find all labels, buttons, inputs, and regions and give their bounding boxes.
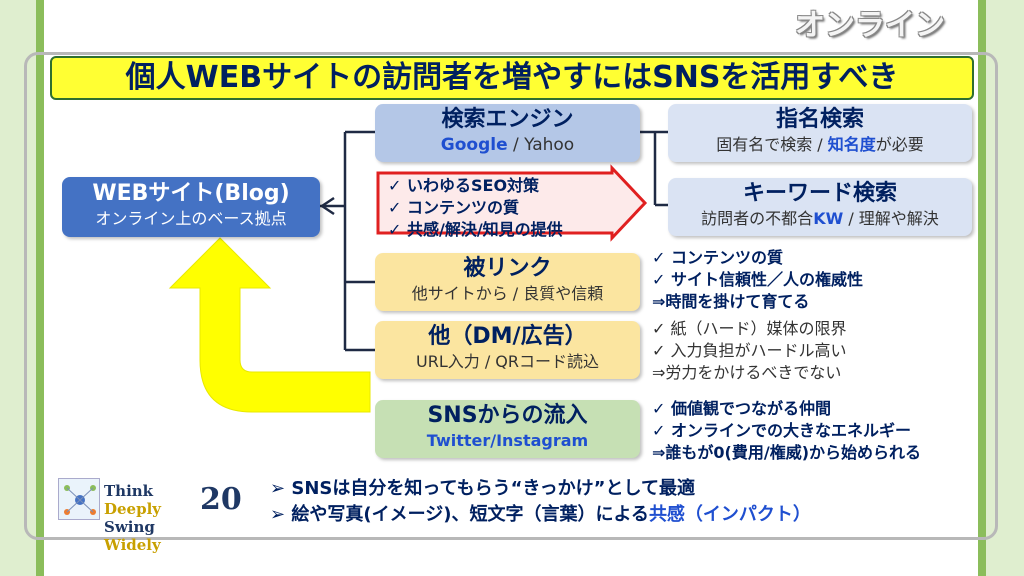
backlink-notes: ✓ コンテンツの質 ✓ サイト信頼性／人の権威性 ⇒時間を掛けて育てる bbox=[652, 247, 972, 313]
sns-subtitle: Twitter/Instagram bbox=[426, 431, 589, 450]
left-stripe bbox=[36, 0, 44, 576]
note-line: ⇒誰もが0(費用/権威)から始められる bbox=[652, 443, 922, 462]
seo-list: ✓ いわゆるSEO対策 ✓ コンテンツの質 ✓ 共感/解決/知見の提供 bbox=[388, 175, 618, 239]
google-label: Google bbox=[440, 135, 508, 155]
logo-graphic bbox=[58, 478, 100, 520]
sns-notes: ✓ 価値観でつながる仲間 ✓ オンラインでの大きなエネルギー ⇒誰もが0(費用/… bbox=[652, 398, 977, 464]
slide-title: 個人WEBサイトの訪問者を増やすにはSNSを活用すべき bbox=[50, 56, 974, 100]
yahoo-label: / Yahoo bbox=[507, 135, 575, 155]
named-search-title: 指名検索 bbox=[775, 107, 864, 132]
seo-item: ✓ いわゆるSEO対策 bbox=[388, 176, 540, 195]
website-subtitle: オンライン上のベース拠点 bbox=[95, 209, 287, 228]
note-line: ✓ サイト信頼性／人の権威性 bbox=[652, 270, 863, 289]
search-engine-box: 検索エンジン Google / Yahoo bbox=[375, 104, 640, 162]
keyword-search-title: キーワード検索 bbox=[742, 181, 897, 206]
content-frame bbox=[24, 52, 998, 540]
backlink-box: 被リンク 他サイトから / 良質や信頼 bbox=[375, 253, 640, 311]
seo-item: ✓ 共感/解決/知見の提供 bbox=[388, 220, 563, 239]
other-notes: ✓ 紙（ハード）媒体の限界 ✓ 入力負担がハードル高い ⇒労力をかけるべきでない bbox=[652, 318, 972, 384]
other-channel-subtitle: URL入力 / QRコード読込 bbox=[415, 352, 600, 371]
bullet-line: ➢ 絵や写真(イメージ)、短文字（言葉）による共感（インパクト） bbox=[270, 504, 811, 525]
logo-wordmark: Think Deeply Swing Widely bbox=[104, 482, 161, 554]
other-channel-title: 他（DM/広告） bbox=[428, 324, 587, 349]
right-band bbox=[986, 0, 1024, 576]
bottom-bullets: ➢ SNSは自分を知ってもらう“きっかけ”として最適 ➢ 絵や写真(イメージ)、… bbox=[270, 476, 970, 528]
website-title: WEBサイト(Blog) bbox=[92, 181, 290, 206]
right-stripe bbox=[978, 0, 986, 576]
seo-red-arrow bbox=[376, 164, 648, 242]
network-icon bbox=[64, 485, 96, 515]
note-line: ✓ 紙（ハード）媒体の限界 bbox=[652, 319, 847, 338]
category-tag: オンライン bbox=[795, 8, 945, 43]
keyword-search-box: キーワード検索 訪問者の不都合KW / 理解や解決 bbox=[668, 178, 972, 236]
sns-title: SNSからの流入 bbox=[427, 403, 588, 428]
note-line: ⇒労力をかけるべきでない bbox=[652, 363, 842, 382]
backlink-title: 被リンク bbox=[463, 256, 552, 281]
website-box: WEBサイト(Blog) オンライン上のベース拠点 bbox=[62, 177, 320, 237]
bullet-line: ➢ SNSは自分を知ってもらう“きっかけ”として最適 bbox=[270, 478, 695, 499]
note-line: ⇒時間を掛けて育てる bbox=[652, 292, 810, 311]
named-search-box: 指名検索 固有名で検索 / 知名度が必要 bbox=[668, 104, 972, 162]
search-engine-title: 検索エンジン bbox=[441, 107, 574, 132]
seo-item: ✓ コンテンツの質 bbox=[388, 198, 519, 217]
sns-box: SNSからの流入 Twitter/Instagram bbox=[375, 400, 640, 458]
left-band bbox=[0, 0, 36, 576]
note-line: ✓ 価値観でつながる仲間 bbox=[652, 399, 831, 418]
note-line: ✓ オンラインでの大きなエネルギー bbox=[652, 421, 911, 440]
note-line: ✓ コンテンツの質 bbox=[652, 248, 783, 267]
yellow-flow-arrow bbox=[168, 237, 371, 413]
backlink-subtitle: 他サイトから / 良質や信頼 bbox=[411, 284, 604, 303]
other-channel-box: 他（DM/広告） URL入力 / QRコード読込 bbox=[375, 321, 640, 379]
note-line: ✓ 入力負担がハードル高い bbox=[652, 341, 847, 360]
logo-number: 20 bbox=[200, 482, 242, 517]
